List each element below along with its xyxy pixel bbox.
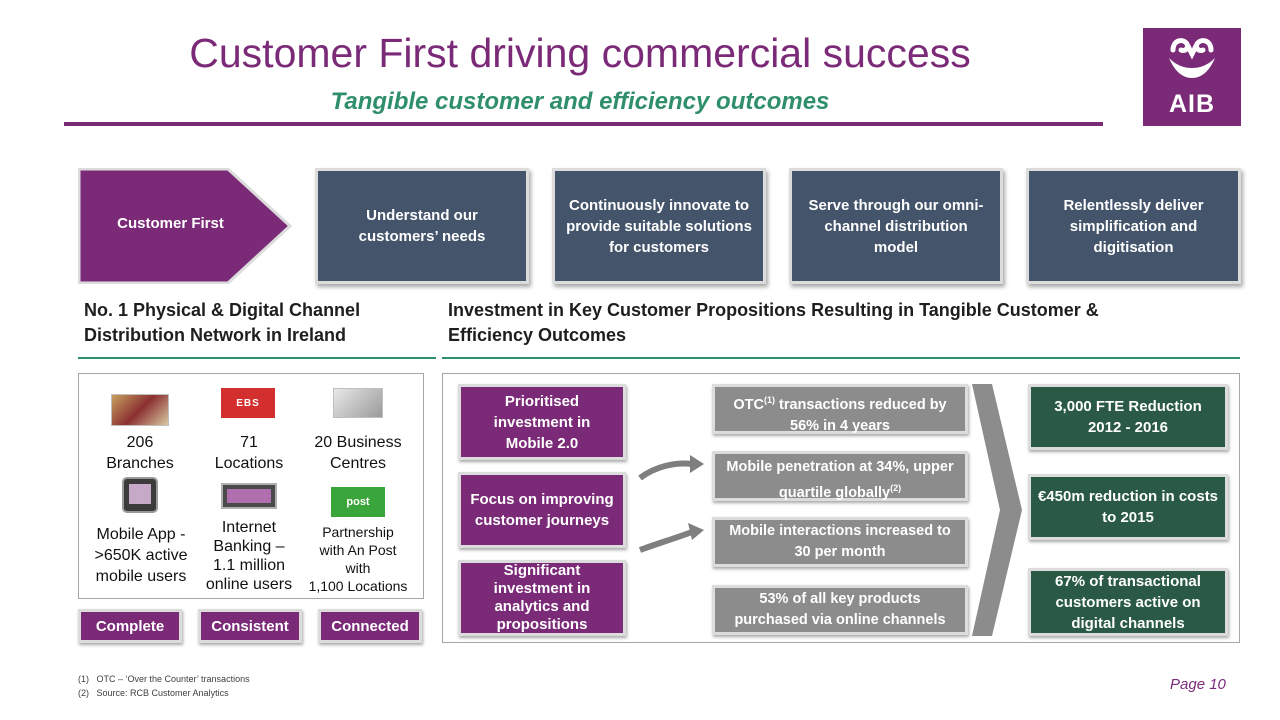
result-mobile-interactions: Mobile interactions increased to 30 per … [712, 517, 968, 567]
channel-branches: 206 Branches [92, 432, 188, 474]
tag-complete: Complete [78, 609, 182, 643]
channel-internet-banking: Internet Banking – 1.1 million online us… [200, 518, 298, 594]
ebs-logo-icon: EBS [221, 388, 275, 418]
outcome-cost-reduction: €450m reduction in costs to 2015 [1028, 474, 1228, 540]
footnote-2: (2) Source: RCB Customer Analytics [78, 688, 229, 698]
channel-desc: Centres [329, 455, 387, 472]
step-simplification: Relentlessly deliver simplification and … [1026, 168, 1241, 284]
title-divider [64, 122, 1103, 126]
business-centre-photo-icon [333, 388, 383, 418]
an-post-logo-icon: post [331, 487, 385, 517]
right-section-rule [442, 357, 1240, 359]
tag-consistent: Consistent [198, 609, 302, 643]
channel-an-post: Partnership with An Post with 1,100 Loca… [303, 523, 413, 595]
otc-prefix: OTC [733, 396, 764, 413]
investment-analytics: Significant investment in analytics and … [458, 560, 626, 636]
branch-photo-icon [111, 394, 169, 426]
result-otc: OTC(1) transactions reduced by 56% in 4 … [712, 384, 968, 434]
channel-line: Banking – [213, 538, 285, 555]
heading-line: Efficiency Outcomes [448, 325, 627, 345]
page-subtitle: Tangible customer and efficiency outcome… [330, 88, 830, 115]
heading-line: Investment in Key Customer Propositions … [448, 300, 1099, 320]
channel-ebs-locations: 71 Locations [201, 432, 297, 474]
flow-arrows-icon [638, 455, 704, 553]
footnote-text: OTC – ‘Over the Counter’ transactions [96, 674, 250, 684]
channel-line: >650K active [94, 547, 188, 564]
footnote-ref: (2) [890, 483, 902, 493]
channel-line: Partnership [322, 524, 394, 540]
otc-text: transactions reduced by 56% in 4 years [779, 396, 947, 434]
step-customer-first: Customer First [78, 168, 292, 284]
step-label: Customer First [117, 215, 224, 232]
footnote-1: (1) OTC – ‘Over the Counter’ transaction… [78, 674, 250, 684]
result-mobile-penetration: Mobile penetration at 34%, upper quartil… [712, 451, 968, 501]
left-section-heading: No. 1 Physical & Digital Channel Distrib… [84, 298, 360, 348]
right-section-heading: Investment in Key Customer Propositions … [448, 298, 1099, 348]
channel-line: Mobile App - [96, 526, 186, 543]
phone-screen [129, 484, 151, 504]
channel-line: online users [205, 576, 293, 593]
aib-emblem-icon [1169, 38, 1215, 78]
page-number: Page 10 [1170, 676, 1226, 693]
mobile-pen-text: Mobile penetration at 34%, upper quartil… [726, 459, 954, 501]
channel-value: 20 Business [314, 434, 402, 451]
aib-logo: AIB [1143, 28, 1241, 126]
footnote-ref: (1) [763, 395, 775, 405]
channel-line: with An Post [319, 542, 397, 558]
tag-connected: Connected [318, 609, 422, 643]
mobile-app-icon [122, 477, 158, 513]
channel-line: 1.1 million [212, 557, 286, 574]
channel-line: mobile users [95, 568, 187, 585]
channel-line: with [345, 560, 371, 576]
outcome-digital-customers: 67% of transactional customers active on… [1028, 568, 1228, 636]
page-title: Customer First driving commercial succes… [189, 30, 971, 76]
footnote-num: (1) [78, 674, 89, 684]
footnote-text: Source: RCB Customer Analytics [96, 688, 229, 698]
laptop-screen [227, 489, 271, 503]
result-online-products: 53% of all key products purchased via on… [712, 585, 968, 635]
channel-value: 206 [126, 434, 154, 451]
big-right-arrow-icon [972, 384, 1022, 636]
step-omni-channel: Serve through our omni-channel distribut… [789, 168, 1003, 284]
outcome-fte-reduction: 3,000 FTE Reduction 2012 - 2016 [1028, 384, 1228, 450]
channel-line: 1,100 Locations [308, 578, 408, 594]
investment-mobile: Prioritised investment in Mobile 2.0 [458, 384, 626, 460]
channel-line: Internet [221, 519, 277, 536]
channel-value: 71 [240, 434, 258, 451]
channel-mobile-app: Mobile App - >650K active mobile users [90, 524, 192, 587]
chevron-arrow-icon [78, 168, 292, 284]
left-section-rule [78, 357, 436, 359]
internet-banking-icon [221, 483, 277, 509]
step-understand-needs: Understand our customers’ needs [315, 168, 529, 284]
channel-business-centres: 20 Business Centres [303, 432, 413, 474]
channel-desc: Locations [214, 455, 284, 472]
heading-line: No. 1 Physical & Digital Channel [84, 300, 361, 320]
heading-line: Distribution Network in Ireland [84, 325, 347, 345]
logo-text: AIB [1168, 90, 1216, 118]
investment-customer-journeys: Focus on improving customer journeys [458, 472, 626, 548]
footnote-num: (2) [78, 688, 89, 698]
step-innovate: Continuously innovate to provide suitabl… [552, 168, 766, 284]
channel-desc: Branches [106, 455, 174, 472]
